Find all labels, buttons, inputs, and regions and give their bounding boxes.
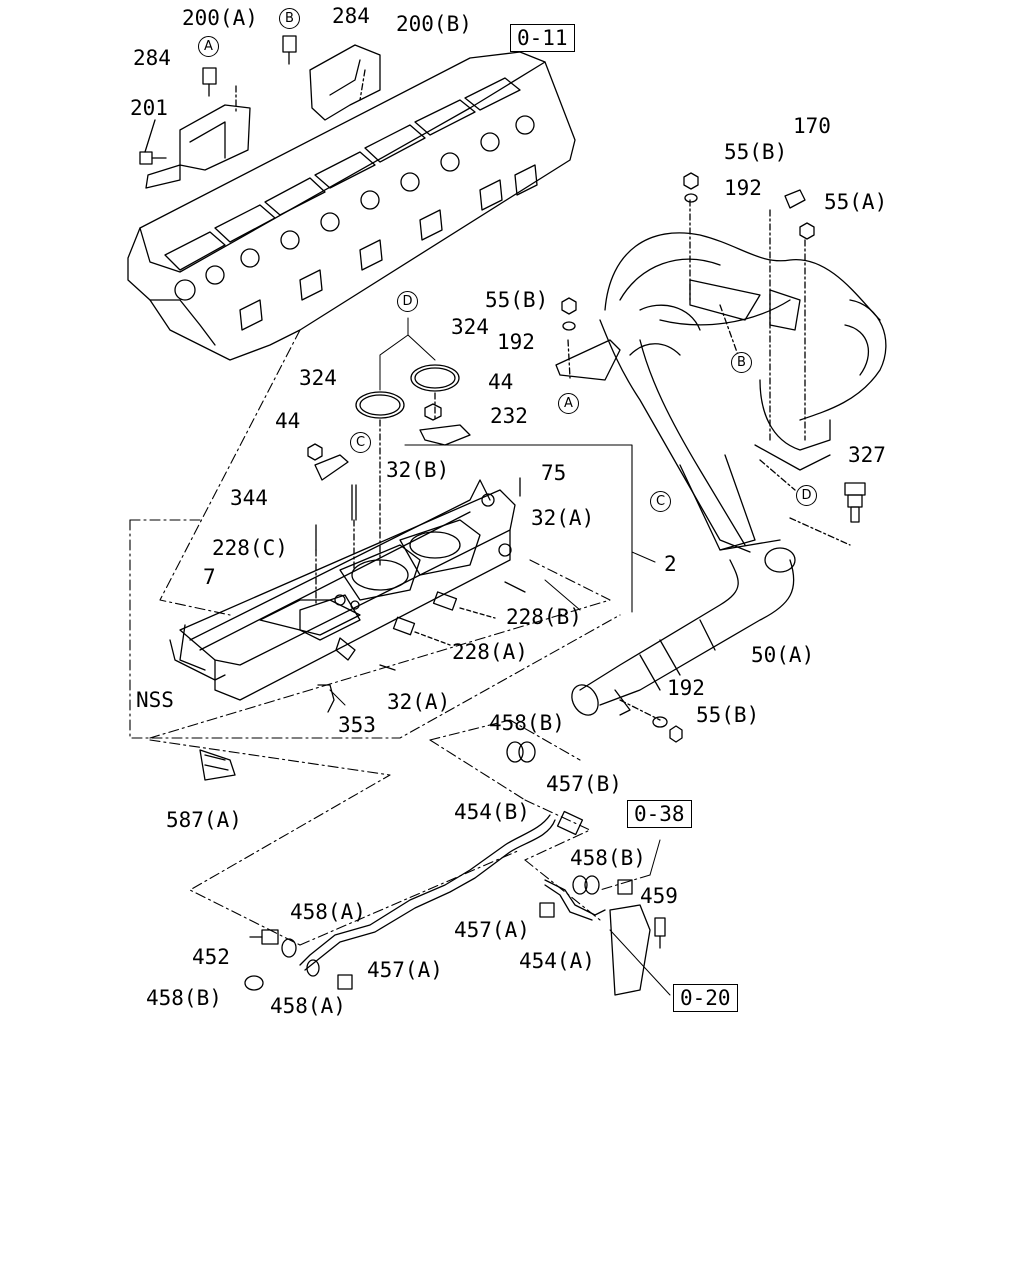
marker-d-manifold: D [796,485,817,506]
part-label-44-right: 44 [488,370,514,394]
part-label-201: 201 [130,96,168,120]
part-label-200a: 200(A) [182,6,258,30]
part-label-457a-right: 457(A) [454,918,530,942]
o-ring-324-left [355,391,405,419]
part-label-55a: 55(A) [824,190,888,214]
ref-box-0-38[interactable]: 0-38 [627,800,692,828]
part-label-228c: 228(C) [212,536,288,560]
ref-box-0-11[interactable]: 0-11 [510,24,575,52]
intake-manifold [169,479,516,701]
nuts-upper-right [561,172,866,523]
marker-b-manifold: B [731,352,752,373]
marker-b-top: B [279,8,300,29]
part-label-458b-upper: 458(B) [489,711,565,735]
bracket-200 [145,44,381,189]
marker-d-orings: D [397,291,418,312]
part-label-50a: 50(A) [751,643,815,667]
part-label-324-left: 324 [299,366,337,390]
part-label-324-right: 324 [451,315,489,339]
stud-leaders [689,199,851,546]
marker-c-bracket: C [350,432,371,453]
part-label-459: 459 [640,884,678,908]
cylinder-head [127,51,576,361]
part-label-344: 344 [230,486,268,510]
part-label-32a-lower: 32(A) [387,690,451,714]
part-label-228a: 228(A) [452,640,528,664]
part-label-2: 2 [664,552,677,576]
part-label-55b-mid: 55(B) [485,288,549,312]
marker-c-pipe: C [650,491,671,512]
part-label-32a-upper: 32(A) [531,506,595,530]
part-label-454a: 454(A) [519,949,595,973]
pipe-assembly [199,741,666,996]
flange-plate [555,339,621,381]
part-label-192-mid: 192 [497,330,535,354]
bolts-top [139,35,297,165]
assembly-frames [129,329,651,946]
part-label-452: 452 [192,945,230,969]
part-label-458b-lower: 458(B) [146,986,222,1010]
part-label-458a-upper: 458(A) [290,900,366,924]
part-label-353: 353 [338,713,376,737]
part-label-200b: 200(B) [396,12,472,36]
part-label-228b: 228(B) [506,605,582,629]
part-label-284-left: 284 [133,46,171,70]
ref-box-0-20[interactable]: 0-20 [673,984,738,1012]
part-label-458a-lower: 458(A) [270,994,346,1018]
part-label-75: 75 [541,461,567,485]
part-label-55b-lower: 55(B) [696,703,760,727]
o-ring-324-right [410,364,460,392]
exhaust-pipe [571,547,796,743]
part-label-32b: 32(B) [386,458,450,482]
part-label-458b-right: 458(B) [570,846,646,870]
exhaust-manifold [599,232,887,553]
part-label-7: 7 [203,565,216,589]
part-label-457b: 457(B) [546,772,622,796]
part-label-170: 170 [793,114,831,138]
part-label-457a-lower: 457(A) [367,958,443,982]
part-label-192-top: 192 [724,176,762,200]
part-label-587a: 587(A) [166,808,242,832]
part-label-232: 232 [490,404,528,428]
part-label-327: 327 [848,443,886,467]
part-label-nss: NSS [136,688,174,712]
part-label-284-right: 284 [332,4,370,28]
part-label-192-lower: 192 [667,676,705,700]
marker-a-top: A [198,36,219,57]
part-label-44-left: 44 [275,409,301,433]
part-label-55b-top: 55(B) [724,140,788,164]
part-label-454b: 454(B) [454,800,530,824]
marker-a-flange: A [558,393,579,414]
